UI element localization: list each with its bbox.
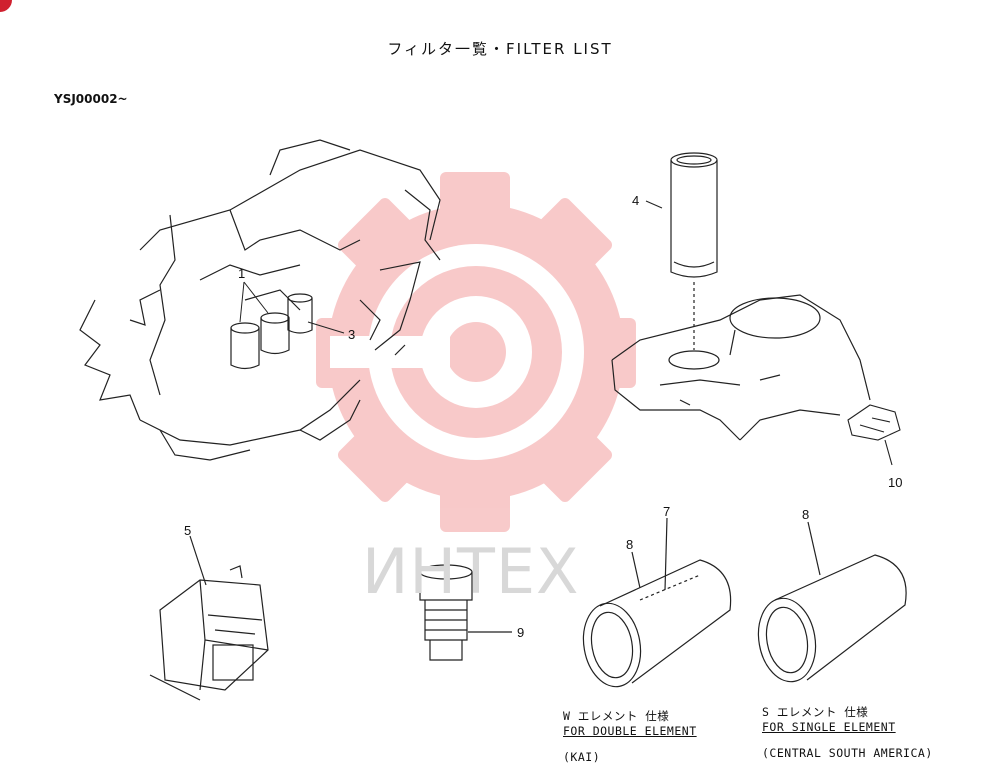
leader-lines-engine [239, 281, 345, 334]
single-element-drawing [757, 521, 907, 683]
callout-8-double: 8 [626, 537, 634, 552]
callout-7: 7 [663, 504, 671, 519]
part-9-filter-drawing [419, 564, 512, 661]
callout-4: 4 [632, 193, 640, 208]
watermark-text: ИНТЕХ [362, 535, 580, 608]
engine-block-drawing [79, 139, 441, 461]
watermark-gear-logo [316, 172, 636, 532]
caption-double-jp: W エレメント 仕様 [563, 709, 670, 723]
callout-9: 9 [517, 625, 525, 640]
part-5-box-drawing [149, 535, 269, 701]
callout-8-single: 8 [802, 507, 810, 522]
callout-10: 10 [888, 475, 903, 490]
double-element-drawing [582, 517, 732, 688]
page-title: フィルタ一覧・FILTER LIST [387, 40, 613, 58]
caption-single-en: FOR SINGLE ELEMENT [762, 720, 896, 734]
serial-range: YSJ00002~ [54, 92, 128, 106]
caption-single-note: (CENTRAL SOUTH AMERICA) [762, 746, 933, 760]
callout-1: 1 [238, 266, 246, 281]
caption-double-note: (KAI) [563, 750, 601, 764]
callout-3: 3 [348, 327, 356, 342]
hydraulic-tank-drawing [611, 152, 871, 441]
callout-5: 5 [184, 523, 192, 538]
caption-single-jp: S エレメント 仕様 [762, 705, 869, 719]
caption-double-en: FOR DOUBLE ELEMENT [563, 724, 697, 738]
leader-line-4 [645, 200, 663, 209]
part-10-drawing [847, 404, 901, 466]
